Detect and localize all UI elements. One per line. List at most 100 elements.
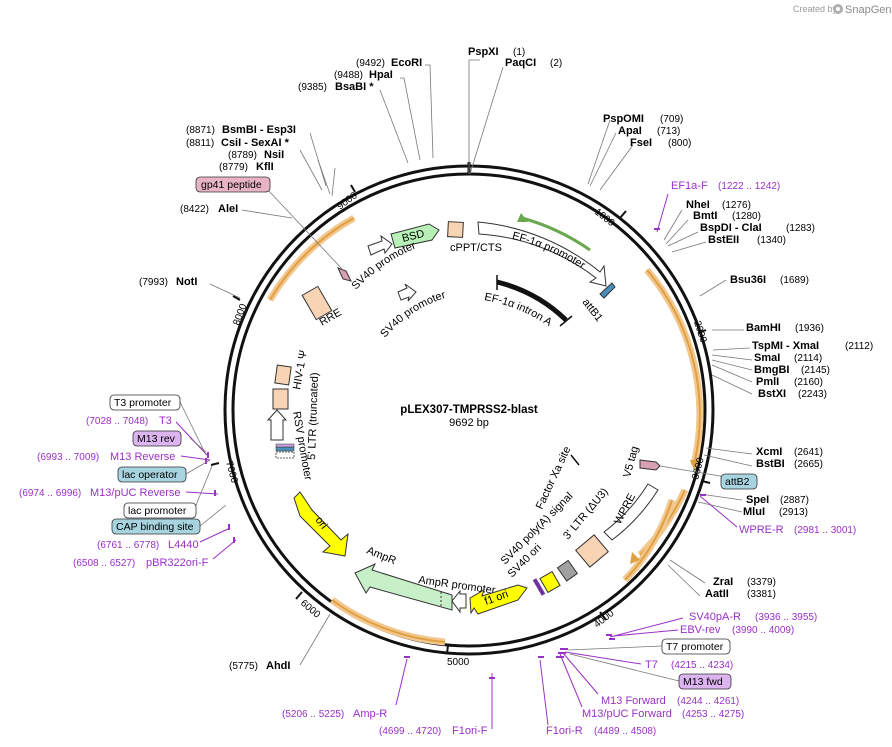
ef1a-promoter-feature[interactable] bbox=[477, 221, 607, 287]
primer-pos-wpre-r: (2981 .. 3001) bbox=[794, 525, 856, 536]
ampr-label: AmpR bbox=[365, 545, 398, 568]
orf-arc-2-core bbox=[646, 269, 701, 466]
cap-site-box bbox=[111, 518, 201, 535]
m13-fwd-box bbox=[678, 673, 732, 690]
enzyme-pos-pmli: (2160) bbox=[794, 377, 823, 388]
m13-rev-feature[interactable] bbox=[275, 443, 295, 448]
attb1-feature[interactable] bbox=[599, 282, 616, 299]
wpre-feature[interactable] bbox=[603, 483, 659, 541]
enzyme-pos-bmti: (1280) bbox=[732, 211, 761, 222]
primer-name-f1ori-r: F1ori-R bbox=[546, 725, 583, 737]
sv40-ori-marker[interactable] bbox=[532, 578, 546, 596]
sv40-promoter-arrow-outer[interactable] bbox=[367, 234, 393, 256]
lac-operator-box bbox=[117, 466, 187, 483]
enzyme-pos-bsmbi: (8871) bbox=[186, 125, 215, 136]
enzyme-pos-apai: (713) bbox=[657, 126, 680, 137]
primer-pos-ef1a-f: (1222 .. 1242) bbox=[718, 181, 780, 192]
hiv-psi-label: HIV-1 Ψ bbox=[291, 349, 310, 390]
enzyme-name-fsei: FseI bbox=[630, 137, 652, 149]
primer-pos-sv40pa-r: (3936 .. 3955) bbox=[755, 612, 817, 623]
lac-promoter-feature[interactable] bbox=[275, 451, 295, 459]
enzyme-name-nsii: NsiI bbox=[264, 149, 284, 161]
primer-name-m13-forward: M13 Forward bbox=[601, 695, 666, 707]
ef1a-intron-label: EF-1α intron A bbox=[483, 291, 554, 329]
sv40-promoter-arrow-inner[interactable] bbox=[397, 283, 417, 302]
enzyme-name-hpai: HpaI bbox=[369, 69, 393, 81]
enzyme-pos-ahdi: (5775) bbox=[229, 661, 258, 672]
lac-operator-box-label: lac operator bbox=[122, 469, 178, 481]
enzyme-name-ecori: EcoRI bbox=[391, 57, 422, 69]
primer-pos-amp-r: (5206 .. 5225) bbox=[282, 709, 344, 720]
enzyme-name-kfli: KflI bbox=[256, 161, 274, 173]
bsd-label: BSD bbox=[401, 228, 426, 245]
enzyme-name-paqci: PaqCI bbox=[505, 57, 536, 69]
primer-name-wpre-r: WPRE-R bbox=[739, 524, 784, 536]
rre-feature[interactable] bbox=[301, 285, 333, 321]
lac-promoter-box-label: lac promoter bbox=[128, 505, 187, 517]
ampr-promoter-feature[interactable] bbox=[451, 589, 467, 614]
enzyme-name-nhei: NheI bbox=[686, 199, 710, 211]
orf-arc-2 bbox=[644, 267, 704, 466]
enzyme-pos-nsii: (8789) bbox=[228, 150, 257, 161]
enzyme-name-noti: NotI bbox=[176, 276, 197, 288]
ef1a-intron-arc[interactable] bbox=[496, 279, 568, 322]
plasmid-length: 9692 bp bbox=[449, 417, 489, 429]
tick-label-4000: 4000 bbox=[592, 608, 617, 631]
credit-brand: SnapGene bbox=[845, 4, 892, 16]
sv40-ori-feature[interactable] bbox=[539, 570, 561, 594]
orf-arc-2-head bbox=[690, 460, 699, 470]
t3-promoter-box bbox=[109, 394, 181, 411]
enzyme-name-bsu36i: Bsu36I bbox=[730, 274, 766, 286]
cppt-feature[interactable] bbox=[447, 221, 464, 238]
ltr3-feature[interactable] bbox=[575, 534, 609, 568]
enzyme-name-tspmi: TspMI - XmaI bbox=[752, 340, 819, 352]
primer-pos-t7: (4215 .. 4234) bbox=[671, 660, 733, 671]
boxed-labels: gp41 peptide attB2 T7 promoter M13 fwd T… bbox=[109, 176, 758, 690]
ampr-feature[interactable] bbox=[354, 562, 453, 611]
enzyme-name-bsabi: BsaBI * bbox=[335, 81, 374, 93]
ori-feature[interactable] bbox=[293, 491, 349, 557]
enzyme-name-alei: AleI bbox=[218, 203, 238, 215]
enzyme-pos-aatii: (3381) bbox=[747, 589, 776, 600]
lac-operator-feature[interactable] bbox=[275, 446, 295, 452]
enzyme-name-mlui: MluI bbox=[743, 506, 765, 518]
enzyme-pos-bstxi: (2243) bbox=[798, 389, 827, 400]
gp41-feature[interactable] bbox=[337, 267, 352, 282]
enzyme-pos-bsabi: (9385) bbox=[298, 82, 327, 93]
primer-name-amp-r: Amp-R bbox=[353, 708, 387, 720]
enzyme-pos-tspmi: (2112) bbox=[845, 341, 873, 352]
sv40-polya-feature[interactable] bbox=[556, 559, 579, 582]
enzyme-pos-csii: (8811) bbox=[186, 138, 214, 149]
tick-label-1000: 1000 bbox=[592, 207, 617, 230]
primer-name-m13-reverse: M13 Reverse bbox=[110, 451, 175, 463]
enzyme-pos-ecori: (9492) bbox=[356, 58, 385, 69]
v5-tag-feature[interactable] bbox=[639, 459, 661, 471]
primer-name-m13-puc-forward: M13/pUC Forward bbox=[582, 708, 672, 720]
ef1a-green-arrowhead bbox=[517, 213, 528, 222]
enzyme-pos-pspxi: (1) bbox=[513, 47, 525, 58]
cap-site-box-label: CAP binding site bbox=[116, 521, 194, 533]
enzyme-pos-smai: (2114) bbox=[794, 353, 822, 364]
bsd-feature[interactable] bbox=[390, 223, 440, 249]
enzyme-name-pmli: PmlI bbox=[756, 376, 779, 388]
f1-ori-feature[interactable] bbox=[469, 584, 528, 615]
cppt-label: cPPT/CTS bbox=[450, 242, 502, 254]
enzyme-name-bstxi: BstXI bbox=[758, 388, 786, 400]
enzyme-name-spei: SpeI bbox=[746, 494, 769, 506]
credit-text: Created by bbox=[793, 4, 838, 14]
rsv-promoter-feature[interactable] bbox=[266, 409, 288, 441]
scale-ticks bbox=[210, 184, 711, 655]
orf-arc-3-head bbox=[630, 552, 640, 564]
primer-pos-m13-reverse: (6993 .. 7009) bbox=[37, 452, 99, 463]
enzyme-pos-bsu36i: (1689) bbox=[780, 275, 809, 286]
enzyme-pos-paqci: (2) bbox=[550, 58, 562, 69]
enzyme-name-aatii: AatII bbox=[705, 588, 729, 600]
enzyme-pos-bsteii: (1340) bbox=[757, 235, 786, 246]
tick-label-8000: 8000 bbox=[231, 302, 249, 327]
enzyme-name-bmgbi: BmgBI bbox=[754, 364, 789, 376]
ltr5-feature[interactable] bbox=[272, 388, 289, 410]
ltr5-label: 5' LTR (truncated) bbox=[306, 372, 321, 460]
enzyme-name-bsteii: BstEII bbox=[708, 234, 739, 246]
hiv-psi-feature[interactable] bbox=[274, 364, 292, 386]
primer-pos-pbr322ori-f: (6508 .. 6527) bbox=[73, 558, 135, 569]
